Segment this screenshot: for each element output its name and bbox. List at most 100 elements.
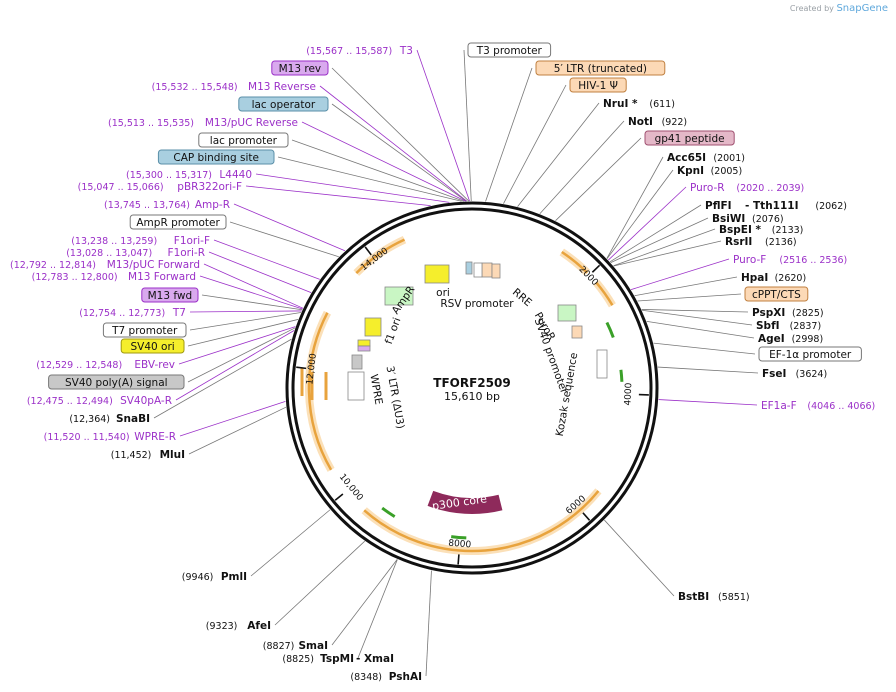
feature-name: SV40pA-R <box>120 395 172 407</box>
feature-name: F1ori-F <box>174 235 210 247</box>
label-l4440[interactable]: L4440(15,300 .. 15,317) <box>126 169 252 181</box>
feature-block[interactable] <box>465 261 473 275</box>
label-kpni[interactable]: KpnI(2005) <box>677 165 742 177</box>
feature-name: M13/pUC Reverse <box>205 117 298 129</box>
feature-name: SnaBI <box>116 413 150 425</box>
feature-name: RsrII <box>725 236 752 248</box>
label-rsrii[interactable]: RsrII(2136) <box>725 236 797 248</box>
leader-line <box>613 240 722 267</box>
label-cppt[interactable]: cPPT/CTS <box>744 286 809 302</box>
label-lacprom[interactable]: lac promoter <box>198 132 289 148</box>
feature-name: lac promoter <box>210 135 278 147</box>
feature-name: TspMI <box>320 653 354 665</box>
feature-coord: (15,567 .. 15,587) <box>306 46 392 57</box>
label-hiv1[interactable]: HIV-1 Ψ <box>569 77 627 93</box>
feature-coord: (13,028 .. 13,047) <box>66 248 152 259</box>
label-m13reverse[interactable]: M13 Reverse(15,532 .. 15,548) <box>152 81 316 93</box>
label-afei[interactable]: AfeI(9323) <box>206 620 271 632</box>
label-noti[interactable]: NotI(922) <box>628 116 687 128</box>
label-gp41[interactable]: gp41 peptide <box>644 130 735 146</box>
label-acc65i[interactable]: Acc65I(2001) <box>667 152 745 164</box>
label-pspxi[interactable]: PspXI(2825) <box>752 307 824 319</box>
leader-line <box>463 49 472 202</box>
leader-line <box>188 406 287 455</box>
feature-block[interactable] <box>384 286 414 306</box>
feature-block[interactable] <box>557 304 577 322</box>
label-t7[interactable]: T7(12,754 .. 12,773) <box>79 307 186 319</box>
label-agei[interactable]: AgeI(2998) <box>758 333 823 345</box>
label-sv40pa[interactable]: SV40 poly(A) signal <box>48 374 185 390</box>
feature-block[interactable] <box>357 345 371 352</box>
label-smai[interactable]: SmaI(8827) <box>263 640 328 652</box>
feature-block[interactable] <box>481 262 493 278</box>
leader-line <box>189 312 301 331</box>
label-pmli[interactable]: PmlI(9946) <box>182 571 247 583</box>
label-fsei[interactable]: FseI(3624) <box>762 368 827 380</box>
credit-brand: SnapGene <box>836 3 888 14</box>
label-t7prom[interactable]: T7 promoter <box>102 322 187 338</box>
feature-block[interactable] <box>351 354 363 370</box>
feature-block[interactable] <box>473 262 483 278</box>
feature-block[interactable] <box>347 371 365 401</box>
green-feature-arrow[interactable] <box>605 321 615 339</box>
label-amprprom[interactable]: AmpR promoter <box>129 214 227 230</box>
green-feature-arrow[interactable] <box>619 369 624 382</box>
feature-coord: (12,783 .. 12,800) <box>32 272 118 283</box>
leader-line <box>189 310 302 313</box>
leader-line <box>199 275 303 310</box>
label-ef1aprom[interactable]: EF-1α promoter <box>758 346 862 362</box>
label-sbfi[interactable]: SbfI(2837) <box>756 320 821 332</box>
feature-block[interactable] <box>424 264 450 284</box>
label-ltr5[interactable]: 5′ LTR (truncated) <box>535 60 666 76</box>
leader-line <box>641 309 749 313</box>
label-m13fwd[interactable]: M13 fwd <box>141 287 199 303</box>
label-m13rev[interactable]: M13 rev <box>271 60 329 76</box>
leader-line <box>657 366 759 374</box>
label-wprer[interactable]: WPRE-R(11,520 .. 11,540) <box>44 431 176 443</box>
label-tspmi[interactable]: TspMI- XmaI(8825) <box>282 653 394 665</box>
label-f1orir[interactable]: F1ori-R(13,028 .. 13,047) <box>66 247 205 259</box>
label-ampr[interactable]: Amp-R(13,745 .. 13,764) <box>104 199 230 211</box>
feature-coord: (15,047 .. 15,066) <box>78 182 164 193</box>
label-hpai[interactable]: HpaI(2620) <box>741 272 806 284</box>
label-m13forward[interactable]: M13 Forward(12,783 .. 12,800) <box>32 271 196 283</box>
label-nrui[interactable]: NruI *(611) <box>603 98 675 110</box>
p300-core-arrow[interactable] <box>427 490 503 514</box>
feature-name: HIV-1 Ψ <box>578 80 618 92</box>
feature-block[interactable] <box>364 317 382 337</box>
feature-coord: (15,532 .. 15,548) <box>152 82 238 93</box>
label-bstbi[interactable]: BstBI(5851) <box>678 591 750 603</box>
label-t3[interactable]: T3(15,567 .. 15,587) <box>306 45 413 57</box>
label-m13pucfwd[interactable]: M13/pUC Forward(12,792 .. 12,814) <box>10 259 200 271</box>
label-lacop[interactable]: lac operator <box>238 96 329 112</box>
label-puror[interactable]: Puro-R(2020 .. 2039) <box>690 182 804 194</box>
plasmid-backbone <box>285 201 659 575</box>
label-m13pucrev[interactable]: M13/pUC Reverse(15,513 .. 15,535) <box>108 117 298 129</box>
label-sv40par[interactable]: SV40pA-R(12,475 .. 12,494) <box>27 395 172 407</box>
label-snabi[interactable]: SnaBI(12,364) <box>69 413 150 425</box>
label-f1orif[interactable]: F1ori-F(13,238 .. 13,259) <box>71 235 210 247</box>
feature-block[interactable] <box>357 339 371 347</box>
feature-coord: (12,529 .. 12,548) <box>36 360 122 371</box>
label-box <box>120 338 185 354</box>
label-sv40ori[interactable]: SV40 ori <box>120 338 185 354</box>
green-feature-arrow[interactable] <box>450 535 467 540</box>
label-ebvrev[interactable]: EBV-rev(12,529 .. 12,548) <box>36 359 175 371</box>
label-pbr322[interactable]: pBR322ori-F(15,047 .. 15,066) <box>78 181 242 193</box>
green-feature-arrow[interactable] <box>381 506 396 518</box>
feature-coord: (5851) <box>718 592 750 603</box>
label-purof[interactable]: Puro-F(2516 .. 2536) <box>733 254 847 266</box>
label-mlui[interactable]: MluI(11,452) <box>111 449 185 461</box>
label-bspei[interactable]: BspEI *(2133) <box>719 224 803 236</box>
feature-block[interactable] <box>491 263 501 279</box>
label-t3prom[interactable]: T3 promoter <box>467 42 552 58</box>
feature-block[interactable] <box>571 325 583 339</box>
label-cap[interactable]: CAP binding site <box>157 149 275 165</box>
label-pflfi[interactable]: PflFI- Tth111I(2062) <box>705 200 847 212</box>
label-ef1af[interactable]: EF1a-F(4046 .. 4066) <box>761 400 875 412</box>
label-pshai[interactable]: PshAI(8348) <box>350 671 422 683</box>
feature-coord: (2837) <box>790 321 822 332</box>
label-bsiwi[interactable]: BsiWI(2076) <box>712 213 784 225</box>
label-box <box>535 60 666 76</box>
feature-block[interactable] <box>596 349 608 379</box>
